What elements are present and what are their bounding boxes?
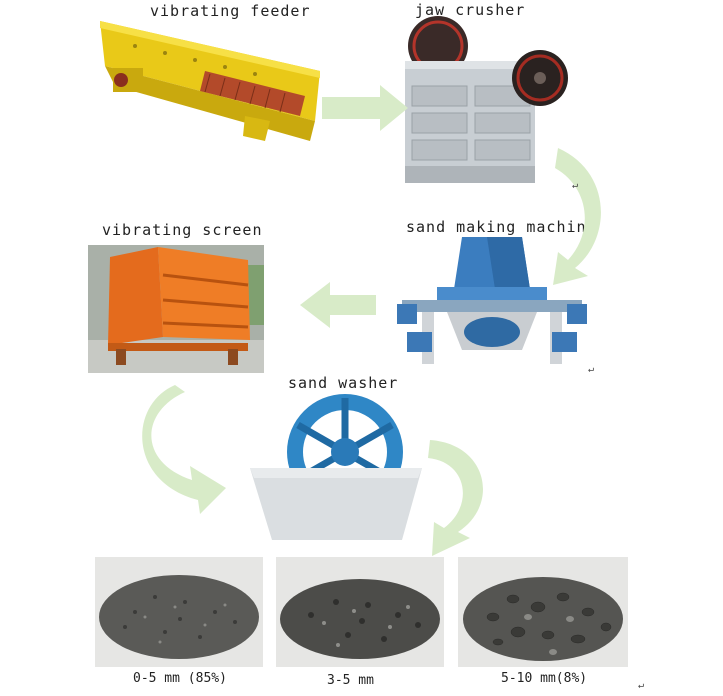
return-mark: ↵ (572, 180, 579, 191)
product-sample-0-5mm (95, 557, 263, 667)
product-label-5-10mm: 5-10 mm(8%) (501, 671, 588, 686)
sand-washer-image (250, 390, 422, 542)
arrow-sand-maker-to-screen (300, 282, 376, 328)
product-label-3-5mm: 3-5 mm (327, 673, 374, 688)
product-label-0-5mm: 0-5 mm (85%) (133, 671, 227, 686)
vibrating-feeder-label: vibrating feeder (150, 2, 311, 20)
product-sample-3-5mm (276, 557, 444, 667)
sand-washer-label: sand washer (288, 374, 399, 392)
jaw-crusher-image (400, 16, 570, 186)
sand-making-machine-image (392, 232, 592, 372)
product-sample-5-10mm (458, 557, 628, 667)
sand-making-machine-label: sand making machine (406, 218, 597, 236)
arrow-crusher-to-sand-maker (553, 148, 601, 285)
vibrating-screen-label: vibrating screen (102, 221, 263, 239)
jaw-crusher-label: jaw crusher (415, 1, 526, 19)
arrow-screen-to-washer (142, 385, 226, 514)
arrow-feeder-to-crusher (322, 85, 408, 131)
vibrating-feeder-image (95, 16, 325, 146)
arrow-washer-to-products (428, 440, 483, 556)
vibrating-screen-image (88, 245, 264, 373)
return-mark: ↵ (588, 364, 595, 375)
return-mark: ↵ (638, 680, 645, 691)
